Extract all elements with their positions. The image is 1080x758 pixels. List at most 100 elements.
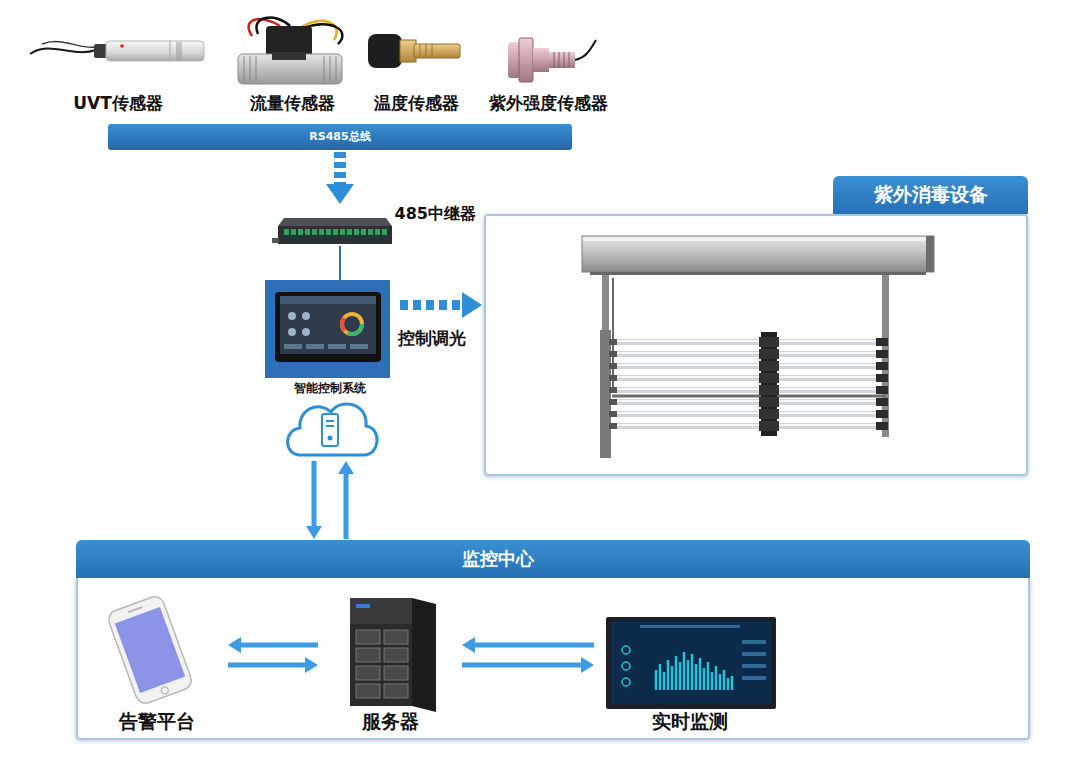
- cloud-icon-part: [322, 414, 338, 446]
- control-screen-picture-part: [350, 344, 368, 349]
- uv-disinfection-unit-picture-part-part: [876, 422, 888, 430]
- repeater-picture-part: [272, 238, 279, 243]
- node-label: 智能控制系统: [294, 381, 366, 396]
- control-screen-picture-part: [342, 314, 362, 334]
- cloud-icon: [288, 404, 377, 455]
- uv-disinfection-unit-picture-part-part: [614, 375, 878, 381]
- uv-disinfection-unit-picture-part-part: [616, 424, 876, 426]
- monitor-picture-part: [611, 621, 771, 704]
- repeater-picture-part: [278, 226, 392, 244]
- uv-disinfection-unit-picture-part: [926, 236, 934, 272]
- connector: [314, 461, 346, 539]
- panel-header: 监控中心: [76, 540, 1030, 578]
- repeater-picture-part: [340, 229, 345, 235]
- uv-disinfection-unit-picture-part-part: [759, 337, 779, 347]
- control-screen-picture-part: [284, 344, 302, 349]
- server-picture-part: [356, 630, 380, 644]
- flow-sensor-picture-part: [272, 52, 306, 60]
- sensor-node: 流量传感器: [228, 18, 356, 116]
- repeater-picture-part: [382, 229, 387, 235]
- monitor-picture-part: [742, 652, 766, 656]
- server-picture-part: [350, 598, 412, 706]
- uv-disinfection-unit-picture-part: [600, 330, 611, 458]
- phone-picture-part: [106, 594, 194, 706]
- temperature-sensor-picture-part: [420, 44, 432, 58]
- uv-disinfection-unit-picture-part-part: [876, 374, 888, 382]
- uv-intensity-sensor-picture-part: [574, 40, 596, 60]
- temperature-sensor-picture-part: [368, 34, 402, 68]
- control-screen-picture-part: [302, 312, 310, 320]
- node-label: 紫外消毒设备: [874, 183, 988, 207]
- phone-picture-part-part: [160, 686, 169, 695]
- server-picture-part: [412, 598, 436, 712]
- server-picture-part: [356, 648, 380, 662]
- temperature-sensor-picture: [368, 34, 460, 68]
- sensor-node: UVT传感器: [28, 22, 208, 116]
- control-screen-picture-part: [306, 344, 324, 349]
- uv-disinfection-unit-picture-part: [609, 409, 888, 419]
- uv-disinfection-unit-picture-part: [602, 272, 609, 332]
- server-picture: [350, 598, 436, 712]
- uv-intensity-sensor-picture-part: [554, 52, 569, 68]
- server-picture-part: [356, 684, 380, 698]
- connector: [400, 300, 462, 310]
- cloud-icon-part: [326, 421, 334, 426]
- uv-disinfection-unit-picture-part-part: [614, 339, 878, 345]
- uv-disinfection-unit-picture-part: [609, 373, 888, 383]
- flow-sensor-picture: [238, 18, 342, 84]
- phone-picture: [106, 594, 194, 706]
- node-label: 监控中心: [462, 548, 534, 571]
- server-picture-part: [384, 684, 408, 698]
- repeater-picture-part: [361, 229, 366, 235]
- connector: [339, 246, 341, 280]
- server-picture-part: [356, 666, 380, 680]
- uv-disinfection-unit-picture-part-part: [614, 351, 878, 357]
- repeater-picture-part: [319, 229, 324, 235]
- temperature-sensor-picture-part: [414, 44, 460, 58]
- repeater-picture-part: [284, 229, 289, 235]
- uv-disinfection-unit-picture-part-part: [759, 421, 779, 431]
- connector: [462, 645, 594, 665]
- monitor-picture: [606, 617, 776, 709]
- uv-disinfection-unit-picture-part-part: [876, 338, 888, 346]
- control-screen-picture-part: [328, 344, 346, 349]
- uv-disinfection-unit-picture-part-part: [609, 375, 617, 381]
- cloud-icon-part: [288, 404, 377, 455]
- uv-intensity-sensor-picture-part: [519, 38, 533, 82]
- control-screen-picture-part: [302, 328, 310, 336]
- uv-disinfection-unit-picture-part: [583, 237, 933, 241]
- node-label: 实时监测: [652, 710, 728, 734]
- uv-intensity-sensor-picture-part: [508, 42, 520, 78]
- control-system-node: 智能控制系统: [262, 280, 398, 460]
- uv-disinfection-unit-picture-part-part: [614, 387, 878, 393]
- bus-band: RS485总线: [108, 124, 572, 150]
- uv-intensity-sensor-picture-part: [533, 48, 549, 72]
- repeater-picture-part: [326, 229, 331, 235]
- node-label: RS485总线: [309, 130, 370, 144]
- uv-disinfection-unit-picture-part-part: [616, 400, 876, 402]
- phone-picture-part-part: [115, 607, 185, 693]
- monitor-picture-part: [622, 646, 630, 654]
- server-picture-part: [384, 648, 408, 662]
- uv-disinfection-unit-picture-part-part: [616, 352, 876, 354]
- repeater-picture-part: [305, 229, 310, 235]
- monitor-picture-part: [742, 664, 766, 668]
- server-picture-part: [384, 666, 408, 680]
- uv-disinfection-unit-picture-part-part: [614, 423, 878, 429]
- server-picture-part: [384, 630, 408, 644]
- repeater-picture-part: [347, 229, 352, 235]
- sensor-node: 紫外强度传感器: [482, 18, 614, 116]
- uv-disinfection-unit-picture-part: [590, 272, 926, 275]
- uv-intensity-sensor-picture: [508, 38, 596, 82]
- control-screen-picture-part: [288, 328, 296, 336]
- monitor-picture-part: [622, 678, 630, 686]
- uv-disinfection-unit-picture-part: [612, 395, 886, 398]
- connector: [228, 645, 318, 665]
- uv-disinfection-unit-picture-part-part: [616, 340, 876, 342]
- server-node: 服务器: [320, 590, 460, 736]
- phone-picture-part-part: [127, 606, 143, 613]
- uv-disinfection-unit-picture-part-part: [614, 399, 878, 405]
- uv-disinfection-unit-picture-part-part: [876, 398, 888, 406]
